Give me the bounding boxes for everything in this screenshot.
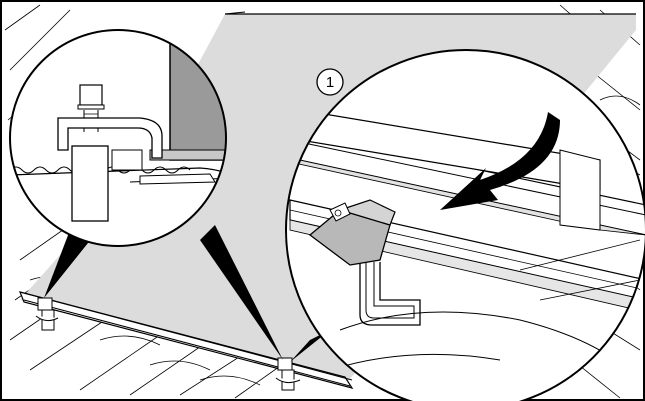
left-edge-clamp	[35, 297, 59, 331]
curved-arrow-icon	[440, 112, 560, 210]
middle-pointer-wedge	[200, 225, 283, 360]
right-edge-clamp	[275, 357, 301, 391]
left-pointer-wedge	[44, 230, 92, 298]
callout-badge: 1	[316, 68, 344, 96]
right-detail-magnifier	[285, 49, 645, 401]
right-pointer-wedge	[290, 330, 330, 362]
callout-number: 1	[326, 74, 334, 91]
